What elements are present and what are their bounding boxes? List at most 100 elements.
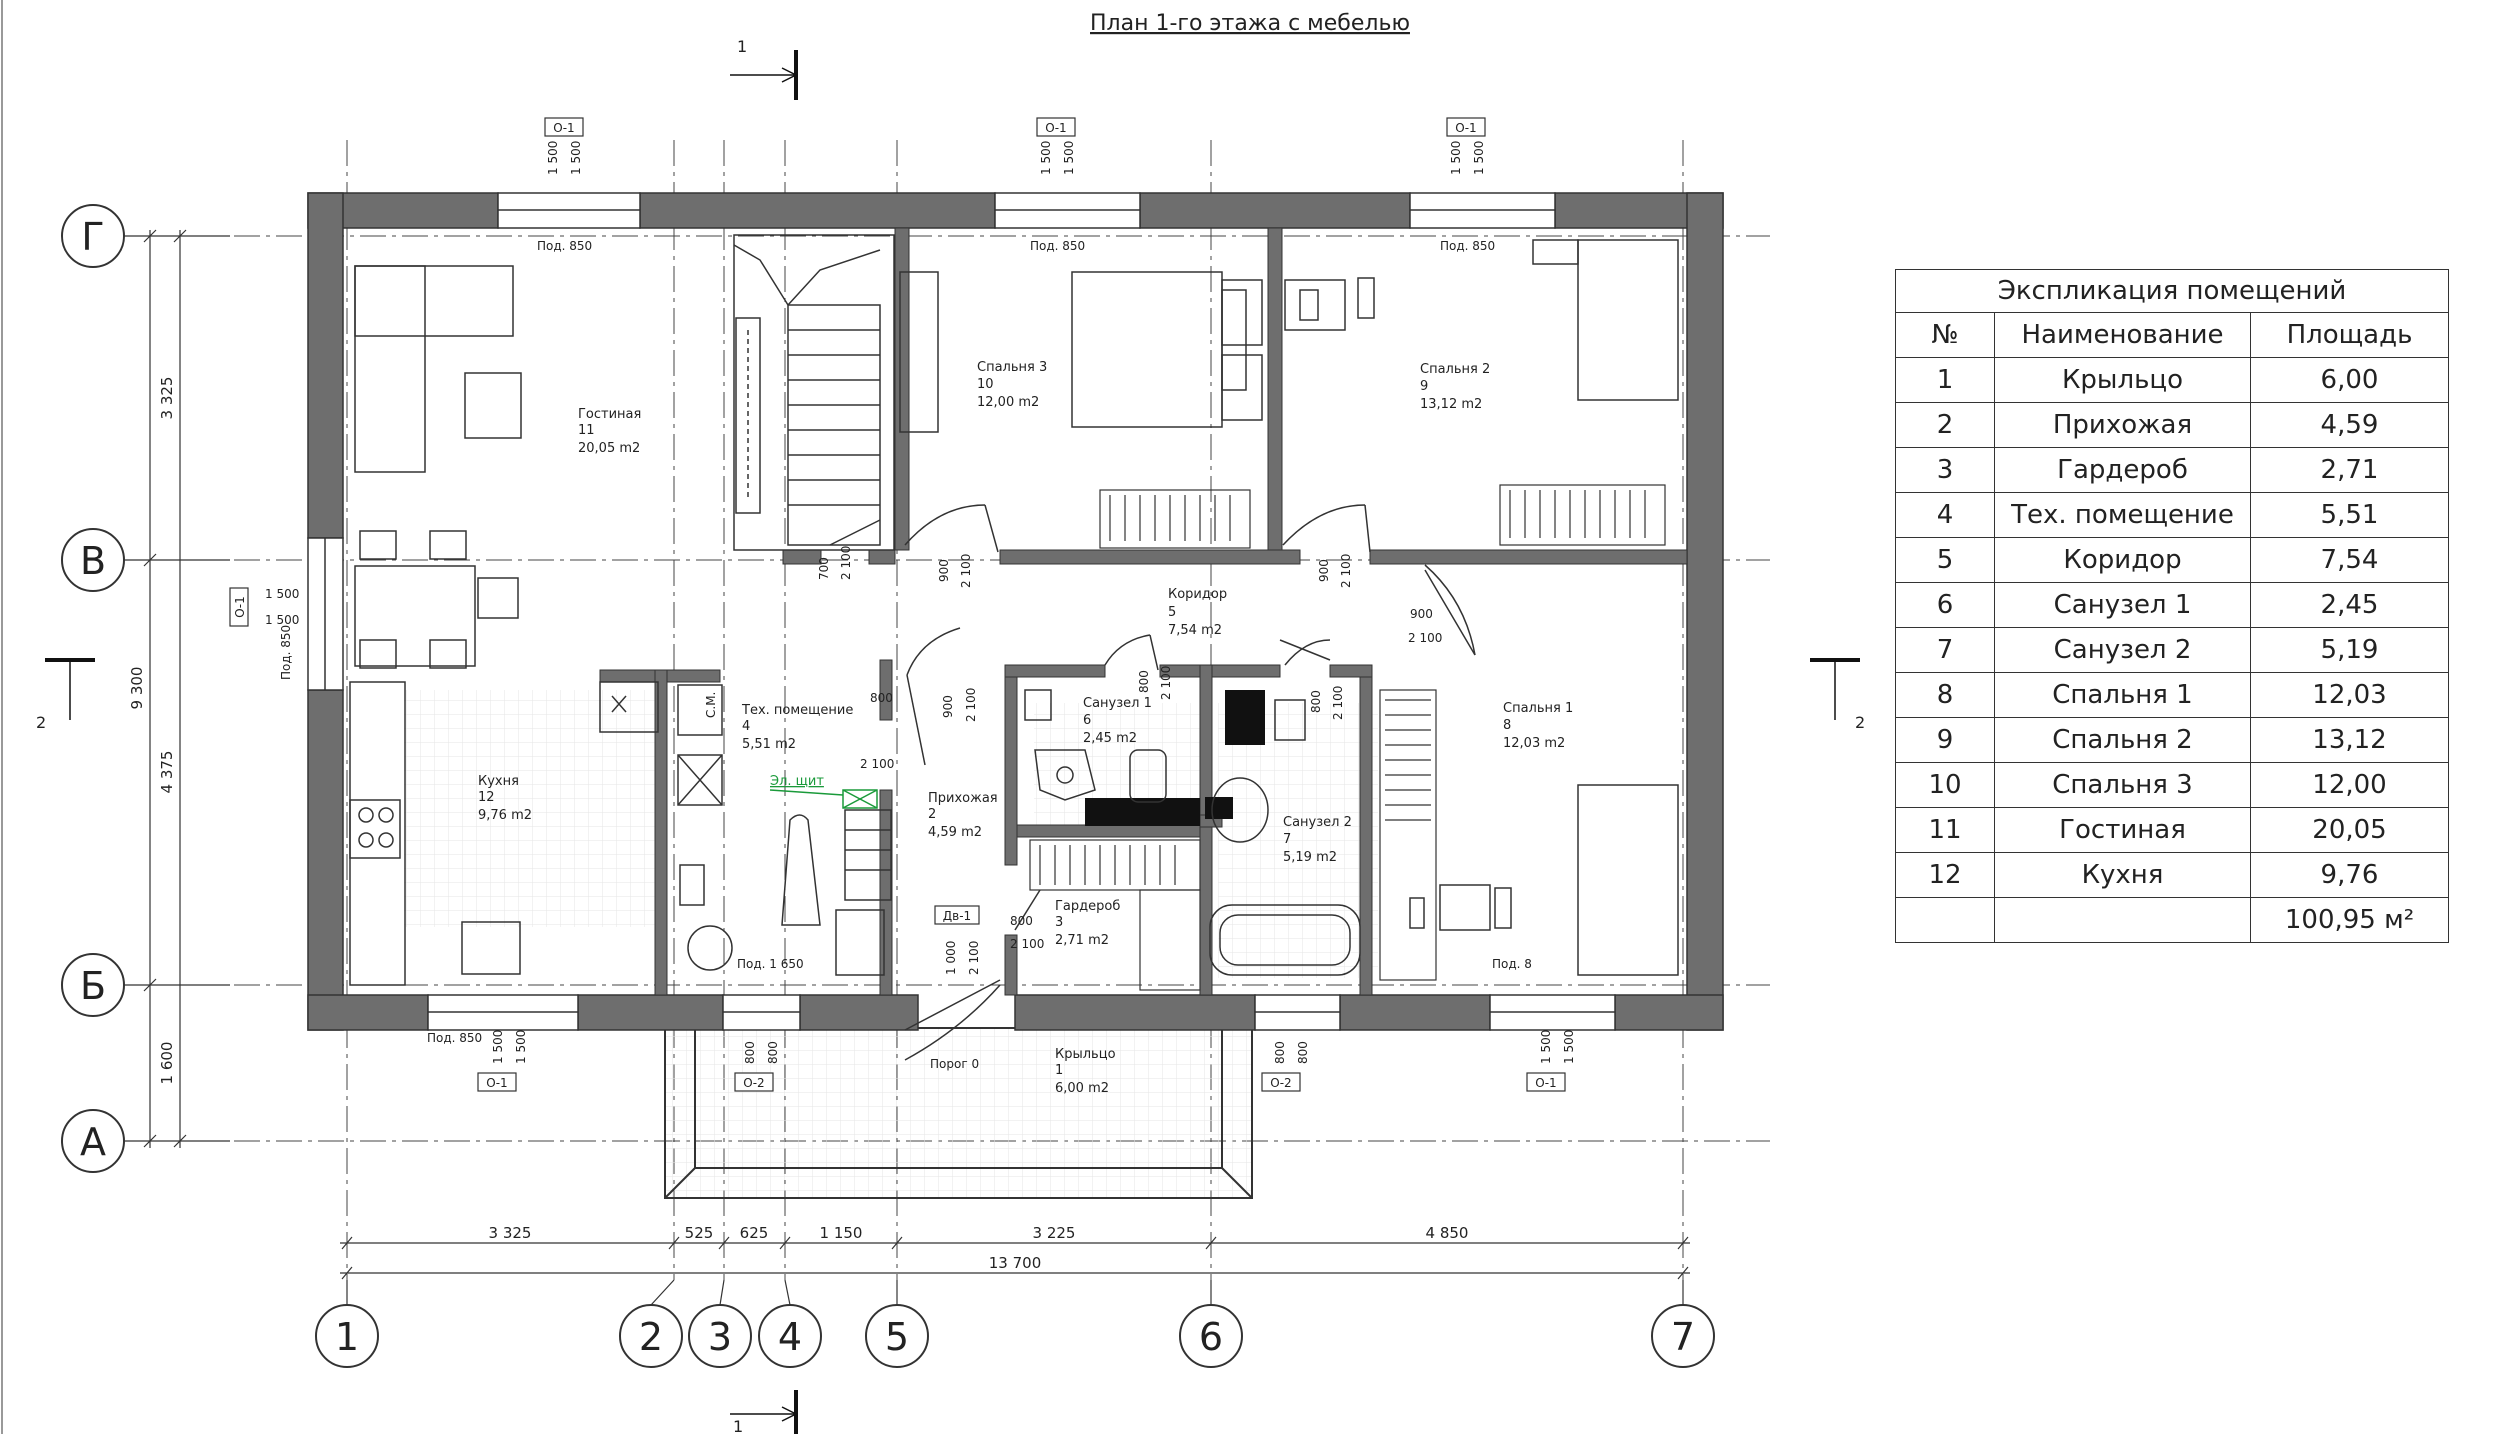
door-h-label: 2 100 <box>1408 631 1442 645</box>
svg-text:Кухня: Кухня <box>478 774 519 789</box>
svg-text:Гардероб: Гардероб <box>1055 899 1120 914</box>
svg-text:7: 7 <box>1283 832 1291 847</box>
svg-text:Тех. помещение: Тех. помещение <box>741 703 853 718</box>
axis-label-g: Г <box>81 215 104 259</box>
svg-text:Спальня 2: Спальня 2 <box>1420 362 1490 377</box>
section-label: 2 <box>36 713 46 732</box>
section-label: 1 <box>737 37 747 56</box>
dim-bottom: 3 325 <box>489 1224 532 1242</box>
door-h-label: 2 100 <box>967 941 981 975</box>
door-h-label: 2 100 <box>860 757 894 771</box>
door-h-label: 2 100 <box>1331 686 1345 720</box>
shower-tray <box>1205 797 1233 819</box>
svg-text:1: 1 <box>1055 1063 1063 1078</box>
dim-bottom: 4 850 <box>1426 1224 1469 1242</box>
sill-label: Под. 1 650 <box>737 957 804 971</box>
svg-text:8: 8 <box>1503 718 1511 733</box>
window-tag-bottom-4: О-1 <box>1535 1076 1556 1090</box>
win-w-label: 1 500 <box>1562 1030 1576 1064</box>
dim-bottom: 1 150 <box>820 1224 863 1242</box>
win-w-label: 1 500 <box>265 587 299 601</box>
svg-text:5: 5 <box>1168 605 1176 620</box>
svg-text:2,71 m2: 2,71 m2 <box>1055 933 1109 948</box>
win-w-label: 1 500 <box>514 1030 528 1064</box>
dim-bottom-total: 13 700 <box>989 1254 1042 1272</box>
win-w-label: 800 <box>743 1041 757 1064</box>
sill-label: Под. 850 <box>427 1031 482 1045</box>
axis-label-a: А <box>80 1120 106 1164</box>
dim-left: 3 325 <box>158 377 176 420</box>
bedroom-furniture <box>899 239 1679 976</box>
section-markers <box>45 50 1860 1434</box>
door-w-label: 700 <box>817 557 831 580</box>
total-area: 100,95 м² <box>2250 897 2449 943</box>
svg-text:4,59 m2: 4,59 m2 <box>928 825 982 840</box>
win-w-label: 1 500 <box>546 141 560 175</box>
porch <box>664 1027 1253 1199</box>
wardrobes <box>1029 484 1666 991</box>
axis-leaders <box>124 235 1684 1306</box>
door-w-label: 900 <box>1317 559 1331 582</box>
svg-text:Гостиная: Гостиная <box>578 407 641 422</box>
svg-text:12: 12 <box>478 790 495 805</box>
sill-label: Под. 850 <box>1440 239 1495 253</box>
svg-text:4: 4 <box>742 719 750 734</box>
axis-label-3: 3 <box>708 1315 732 1359</box>
win-w-label: 1 500 <box>1449 141 1463 175</box>
dim-left: 4 375 <box>158 751 176 794</box>
door-w-label: 900 <box>937 559 951 582</box>
sill-label: Под. 8 <box>1492 957 1532 971</box>
svg-text:Прихожая: Прихожая <box>928 791 998 806</box>
win-w-label: 800 <box>766 1041 780 1064</box>
door-h-label: 2 100 <box>1010 937 1044 951</box>
door-w-label: 1 000 <box>944 941 958 975</box>
tiled-floors <box>404 690 1378 978</box>
table-total-row: 100,95 м² <box>1895 897 2449 943</box>
living-furniture <box>354 265 522 669</box>
svg-text:6,00 m2: 6,00 m2 <box>1055 1081 1109 1096</box>
window-tag-left: О-1 <box>233 596 247 617</box>
explication-caption: Экспликация помещений <box>1895 269 2449 313</box>
door-w-label: 900 <box>941 695 955 718</box>
axis-label-v: В <box>80 539 106 583</box>
door-h-label: 2 100 <box>1339 554 1353 588</box>
win-w-label: 1 500 <box>1539 1030 1553 1064</box>
svg-text:7,54 m2: 7,54 m2 <box>1168 623 1222 638</box>
door-h-label: 2 100 <box>1159 666 1173 700</box>
kitchen-furniture <box>349 681 659 986</box>
axis-bubbles <box>61 204 1715 1368</box>
svg-text:5,51 m2: 5,51 m2 <box>742 737 796 752</box>
svg-text:12,03 m2: 12,03 m2 <box>1503 736 1565 751</box>
svg-text:2: 2 <box>928 807 936 822</box>
win-w-label: 1 500 <box>1062 141 1076 175</box>
room-explication-table: Экспликация помещений № Наименование Пло… <box>1895 269 2449 943</box>
exterior-walls <box>307 192 1724 1031</box>
window-tag-bottom-2: О-2 <box>743 1076 764 1090</box>
window-tag-top-3: О-1 <box>1455 121 1476 135</box>
axis-label-b: Б <box>80 964 106 1008</box>
win-w-label: 1 500 <box>1472 141 1486 175</box>
dim-left: 1 600 <box>158 1042 176 1085</box>
door-h-label: 2 100 <box>964 688 978 722</box>
window-tag-top-2: О-1 <box>1045 121 1066 135</box>
room-labels: Гостиная 11 20,05 m2 Спальня 3 10 12,00 … <box>478 360 1573 1096</box>
section-label: 2 <box>1855 713 1865 732</box>
door-w-label: 800 <box>870 691 893 705</box>
window-tag-bottom-3: О-2 <box>1270 1076 1291 1090</box>
win-w-label: 800 <box>1273 1041 1287 1064</box>
col-area: Площадь <box>2250 312 2449 358</box>
door-h-label: 2 100 <box>959 554 973 588</box>
svg-text:2,45 m2: 2,45 m2 <box>1083 731 1137 746</box>
window-tag-top-1: О-1 <box>553 121 574 135</box>
svg-text:13,12 m2: 13,12 m2 <box>1420 397 1482 412</box>
window-tags <box>229 117 1566 1092</box>
col-name: Наименование <box>1994 312 2251 358</box>
svg-text:20,05 m2: 20,05 m2 <box>578 441 640 456</box>
dim-bottom: 625 <box>740 1224 769 1242</box>
